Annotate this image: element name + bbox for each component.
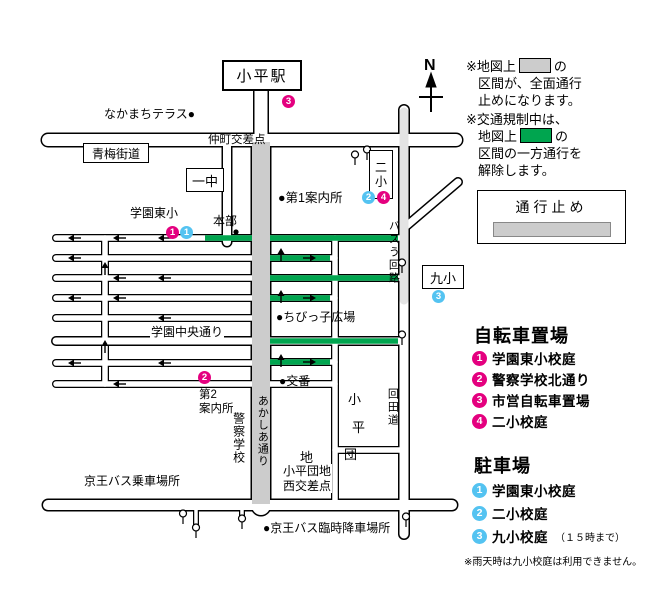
- keio-bus-dropoff-label: ●京王バス臨時降車場所: [263, 521, 391, 535]
- gakuen-higashi-elem-label: 学園東小: [130, 206, 179, 220]
- closed-notice-line1-b: の: [553, 59, 567, 74]
- kyu-sho-label: 九小: [429, 270, 456, 286]
- first-jhs-label: 一中: [191, 173, 218, 189]
- parking-item-2: 2 二小校庭: [472, 503, 548, 523]
- oneway-notice-line3: 区間の一方通行を: [478, 146, 583, 161]
- info-desk-2-line1: 第2: [199, 389, 217, 401]
- parking-item-2-badge: 2: [472, 505, 487, 521]
- police-academy-label: 警察学校: [231, 412, 246, 464]
- closed-notice-line1-a: ※地図上: [466, 59, 516, 74]
- chibikko-plaza-label: ●ちびっ子広場: [276, 310, 356, 324]
- bicycle-marker-3-station: 3: [282, 95, 295, 108]
- parking-item-3: 3 九小校庭 （１５時まで）: [472, 526, 625, 546]
- first-jhs-box: 一中: [186, 168, 224, 192]
- parking-item-2-label: 二小校庭: [492, 507, 548, 522]
- closed-legend-bar: [492, 222, 611, 237]
- kyu-sho-box: 九小: [422, 265, 464, 289]
- parking-item-1-label: 学園東小校庭: [492, 484, 576, 499]
- ome-kaido-label: 青梅街道: [91, 146, 140, 161]
- bicycle-item-4-label: 二小校庭: [492, 415, 548, 430]
- closed-legend-box: 通行止め: [477, 190, 626, 244]
- headquarters-label: 本部: [213, 214, 238, 228]
- bicycle-marker-2-police-st: 2: [198, 371, 211, 384]
- bicycle-item-2-label: 警察学校北通り: [492, 373, 590, 388]
- bicycle-item-3-badge: 3: [472, 392, 487, 408]
- closed-notice-line3: 止めになります。: [478, 93, 581, 108]
- parking-item-3-suffix: （１５時まで）: [555, 532, 625, 544]
- bicycle-item-1-label: 学園東小校庭: [492, 352, 576, 367]
- bicycle-item-2-badge: 2: [472, 371, 487, 387]
- closed-legend-title: 通行止め: [515, 199, 588, 215]
- kodaira-station-label: 小平駅: [236, 68, 288, 85]
- info-desk-2-line2: 案内所: [199, 403, 234, 416]
- nakamachi-terrace-label: なかまちテラス●: [104, 107, 196, 121]
- headquarters-dot: [233, 229, 239, 235]
- parking-item-3-badge: 3: [472, 528, 487, 544]
- parking-marker-3-kyusho: 3: [432, 290, 445, 303]
- bicycle-item-4: 4 二小校庭: [472, 411, 548, 431]
- closed-notice-line1: ※地図上 の: [466, 58, 567, 75]
- nishi-crossing-line1: 小平団地: [283, 464, 332, 478]
- nakamachi-crossing-label: 仲町交差点: [208, 134, 266, 146]
- parking-item-1-badge: 1: [472, 482, 487, 498]
- north-arrow-icon: [419, 71, 443, 112]
- bus-detour-label: バスう回路: [387, 220, 400, 285]
- bicycle-item-3-label: 市営自転車置場: [492, 394, 590, 409]
- bicycle-section-title: 自転車置場: [474, 326, 569, 346]
- bicycle-item-1-badge: 1: [472, 350, 487, 366]
- danchi-char-3: 団: [344, 447, 358, 462]
- mekarido-label: 回田道: [386, 388, 399, 427]
- bicycle-marker-4-nisho: 4: [377, 191, 390, 204]
- oneway-lifted-swatch: [520, 128, 553, 143]
- bicycle-item-3: 3 市営自転車置場: [472, 390, 590, 410]
- kodaira-station-box: 小平駅: [222, 60, 302, 91]
- danchi-char-1: 小: [348, 392, 362, 407]
- danchi-char-2: 平: [352, 420, 366, 435]
- parking-item-1: 1 学園東小校庭: [472, 480, 576, 500]
- nishi-crossing-label: 小平団地 西交差点: [282, 464, 333, 494]
- parking-item-3-label: 九小校庭: [492, 530, 548, 545]
- bicycle-item-2: 2 警察学校北通り: [472, 369, 590, 389]
- koban-label: ●交番: [279, 374, 311, 388]
- gakuen-chuo-street-label: 学園中央通り: [150, 325, 225, 340]
- akashia-street-label: あかしあ通り: [256, 395, 269, 467]
- bicycle-item-1: 1 学園東小校庭: [472, 348, 576, 368]
- keio-bus-boarding-label: 京王バス乗車場所: [84, 474, 181, 488]
- closed-notice-line2: 区間が、全面通行: [478, 76, 582, 91]
- ni-sho-label: 二小: [373, 160, 388, 189]
- bicycle-marker-1-gakuenhigashi: 1: [166, 226, 179, 239]
- info-desk-2-label: 第2 案内所: [199, 388, 234, 416]
- parking-marker-1-gakuenhigashi: 1: [180, 226, 193, 239]
- parking-section-title: 駐車場: [474, 456, 531, 476]
- parking-marker-2-nisho: 2: [362, 191, 375, 204]
- closed-road-swatch: [518, 58, 551, 73]
- oneway-notice-line1: ※交通規制中は、: [466, 112, 568, 127]
- oneway-notice-line2: 地図上 の: [478, 128, 568, 145]
- oneway-notice-line4: 解除します。: [478, 163, 555, 178]
- ni-sho-box: 二小: [369, 150, 393, 199]
- danchi-char-4: 地: [300, 450, 314, 465]
- north-label: N: [424, 57, 436, 74]
- info-desk-1-label: ●第1案内所: [278, 191, 343, 205]
- ome-kaido-box: 青梅街道: [83, 143, 149, 163]
- rain-note: ※雨天時は九小校庭は利用できません。: [464, 557, 643, 568]
- bicycle-item-4-badge: 4: [472, 413, 487, 429]
- oneway-notice-line2-b: の: [555, 129, 569, 144]
- nishi-crossing-line2: 西交差点: [283, 478, 332, 493]
- oneway-notice-line2-a: 地図上: [478, 129, 518, 144]
- oneway-lifted-segments: [205, 235, 398, 365]
